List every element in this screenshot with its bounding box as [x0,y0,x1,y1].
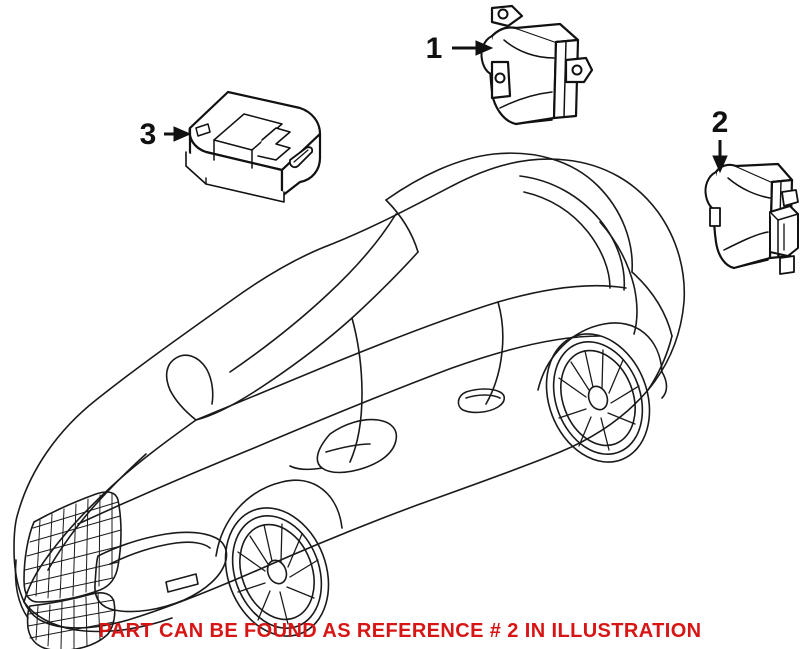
rear-window-inner [523,191,611,289]
rear-wheel-arch [537,322,663,391]
component-1-control-module [480,4,594,126]
grille-mesh [24,492,122,649]
front-bumper [23,601,173,633]
fender-top [23,555,49,603]
front-wheel-spokes [237,523,319,625]
roof-rear-edge [631,271,673,337]
rear-wheel-spokes [558,349,640,451]
license-plate-recess [165,573,199,593]
door-handle [457,388,506,414]
side-mirror [289,418,398,474]
grille-upper-frame [23,491,122,603]
windshield-top [385,199,419,253]
front-wheel [224,507,330,637]
door-shut-rear [485,301,504,405]
windshield-glass [229,213,397,373]
callout-2-number: 2 [712,106,729,139]
front-wheel-arch [215,479,343,557]
nose-lower [14,559,29,619]
vehicle-line-art [13,152,686,649]
rear-wheel [545,333,651,463]
callout-1-number: 1 [426,32,443,65]
cowl-line [165,354,214,421]
callout-2: 2 [712,106,729,174]
rocker-line [77,335,601,525]
rear-lower [661,371,668,399]
beltline [195,284,627,421]
component-2-connector-module [704,162,799,275]
body-outline [13,158,686,629]
rear-window [519,175,626,291]
callout-1-arrow [452,40,494,56]
callout-3-arrow [164,126,192,142]
c-pillar [599,221,638,335]
headlight [94,531,228,613]
hood-crease [47,453,147,571]
callout-2-arrow [712,140,728,174]
rear-deck [647,335,673,391]
callout-3: 3 [140,118,192,151]
component-3-box-module [185,90,322,203]
callout-1: 1 [426,32,494,65]
roof-line [385,152,633,273]
grille-lower-frame [26,592,116,649]
callout-3-number: 3 [140,118,157,151]
door-shut-front [349,317,363,463]
